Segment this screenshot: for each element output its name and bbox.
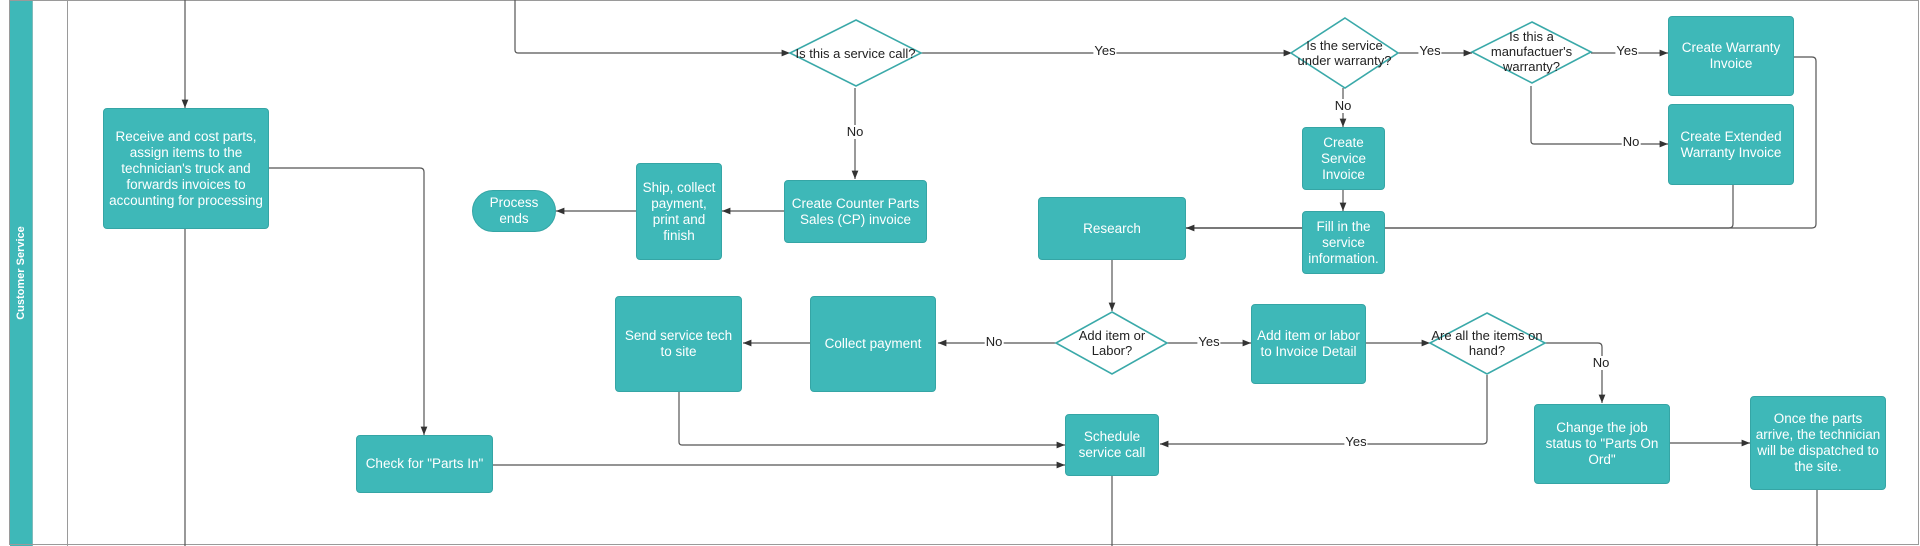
edge-manufacturer-no: [1530, 86, 1668, 148]
edge-extended-to-research: [1186, 185, 1734, 229]
node-schedule-call[interactable]: Schedule service call: [1065, 414, 1159, 476]
node-parts-on-ord[interactable]: Change the job status to "Parts On Ord": [1534, 404, 1670, 484]
edge-label-on-hand-yes: Yes: [1344, 434, 1368, 449]
node-extended-warranty-invoice[interactable]: Create Extended Warranty Invoice: [1668, 104, 1794, 185]
edge-onhand-no: [1544, 342, 1606, 403]
edge-label-warranty-no: No: [1333, 98, 1353, 113]
node-process-ends[interactable]: Process ends: [472, 190, 556, 232]
swimlane-divider: [67, 0, 68, 546]
node-warranty-invoice[interactable]: Create Warranty Invoice: [1668, 16, 1794, 96]
diamond-items-on-hand: [1428, 312, 1547, 375]
edge-receive-to-check: [268, 167, 428, 435]
diamond-under-warranty: [1289, 17, 1400, 89]
decision-service-call-text[interactable]: Is this a service call?: [795, 45, 916, 61]
edge-send-to-schedule: [678, 392, 1065, 449]
node-ship-collect[interactable]: Ship, collect payment, print and finish: [636, 163, 722, 260]
node-send-tech[interactable]: Send service tech to site: [615, 296, 742, 392]
node-parts-arrive[interactable]: Once the parts arrive, the technician wi…: [1750, 396, 1886, 490]
decision-manufacturer-warranty-text[interactable]: Is this a manufactuer's warranty?: [1490, 28, 1573, 74]
edge-label-on-hand-no: No: [1591, 355, 1611, 370]
edge-onhand-yes: [1160, 375, 1488, 448]
decision-add-item-text[interactable]: Add item or Labor?: [1078, 328, 1146, 358]
node-receive-parts[interactable]: Receive and cost parts, assign items to …: [103, 108, 269, 229]
node-service-invoice[interactable]: Create Service Invoice: [1302, 127, 1385, 190]
edge-label-service-no: No: [845, 124, 865, 139]
edge-label-add-item-yes: Yes: [1197, 334, 1221, 349]
node-add-to-invoice[interactable]: Add item or labor to Invoice Detail: [1251, 304, 1366, 384]
edge-label-manufacturer-yes: Yes: [1615, 43, 1639, 58]
edge-label-manufacturer-no: No: [1621, 134, 1641, 149]
decision-under-warranty-text[interactable]: Is the service under warranty?: [1297, 38, 1392, 68]
edge-label-warranty-yes: Yes: [1418, 43, 1442, 58]
node-fill-service-info[interactable]: Fill in the service information.: [1302, 211, 1385, 274]
node-counter-sales[interactable]: Create Counter Parts Sales (CP) invoice: [784, 180, 927, 243]
edge-warranty-to-research: [1186, 56, 1817, 229]
node-collect-payment[interactable]: Collect payment: [810, 296, 936, 392]
edge-top-to-service-call: [514, 0, 790, 57]
diamond-service-call: [788, 19, 923, 87]
diamond-add-item: [1054, 311, 1169, 375]
decision-items-on-hand-text: Are all the items on hand?: [1431, 328, 1543, 358]
node-check-parts-in[interactable]: Check for "Parts In": [356, 435, 493, 493]
edge-label-service-yes: Yes: [1093, 43, 1117, 58]
node-research[interactable]: Research: [1038, 197, 1186, 260]
edge-label-add-item-no: No: [984, 334, 1004, 349]
diamond-manufacturer-warranty: [1470, 21, 1593, 84]
swimlane-header: [10, 0, 33, 546]
